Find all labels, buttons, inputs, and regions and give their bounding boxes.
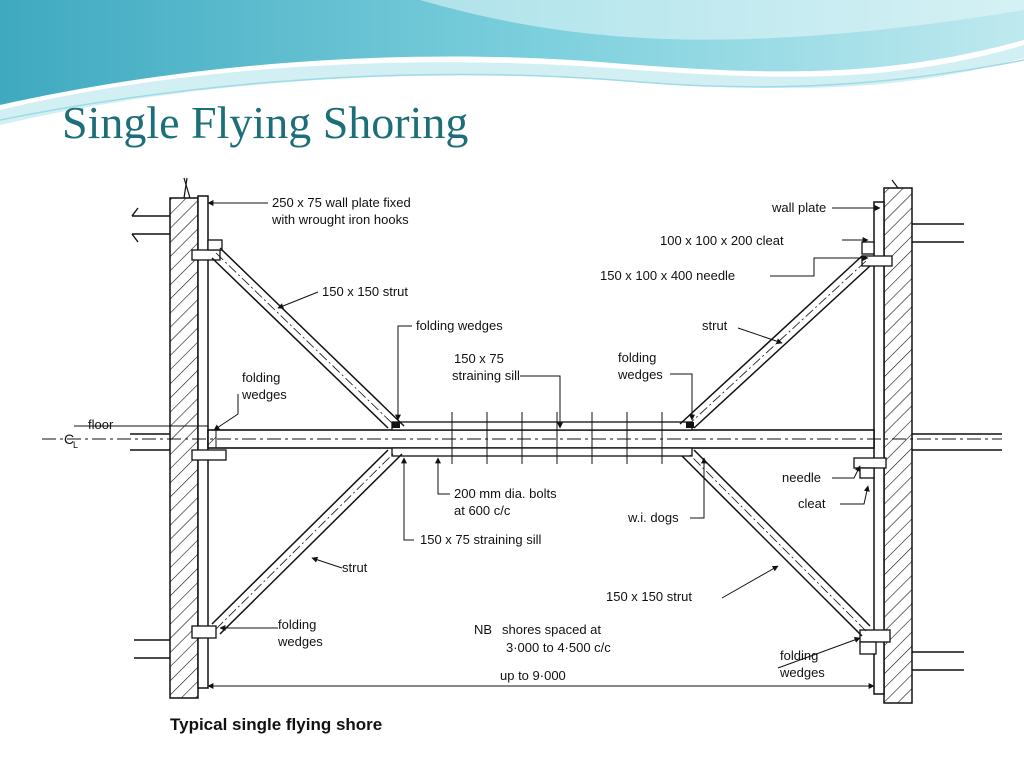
label-needle-bottom: needle (782, 470, 821, 485)
lower-straining-sill (391, 447, 693, 457)
label-floor: floor (88, 417, 114, 432)
slide-title: Single Flying Shoring (62, 97, 469, 148)
leader-lines (74, 200, 881, 669)
label-strut-bottom-right: 150 x 150 strut (606, 589, 692, 604)
strut-top-right (679, 255, 871, 429)
label-folding-bl-2: wedges (277, 634, 323, 649)
label-straining-sill-1: 150 x 75 (454, 351, 504, 366)
label-lower-sill: 150 x 75 straining sill (420, 532, 542, 547)
label-straining-sill-2: straining sill (452, 368, 520, 383)
strut-bottom-left (211, 449, 403, 635)
bolts (451, 412, 663, 464)
label-strut-bottom-left: strut (342, 560, 368, 575)
label-folding-bl-1: folding (278, 617, 316, 632)
label-cleat-top: 100 x 100 x 200 cleat (660, 233, 784, 248)
label-wi-dogs: w.i. dogs (627, 510, 679, 525)
label-needle-top: 150 x 100 x 400 needle (600, 268, 735, 283)
label-strut-top-left: 150 x 150 strut (322, 284, 408, 299)
label-nb-2: 3·000 to 4·500 c/c (506, 640, 611, 655)
label-bolts-1: 200 mm dia. bolts (454, 486, 557, 501)
label-nb: NB (474, 622, 492, 637)
label-wall-plate-left-2: with wrought iron hooks (271, 212, 409, 227)
label-folding-right-2: wedges (617, 367, 663, 382)
folding-wedges-marks (207, 422, 694, 449)
left-floor-beams (130, 207, 170, 659)
label-folding-right-1: folding (618, 350, 656, 365)
label-folding-wedges-center: folding wedges (416, 318, 503, 333)
label-nb-1: shores spaced at (502, 622, 601, 637)
label-folding-left-2: wedges (241, 387, 287, 402)
label-folding-left-1: folding (242, 370, 280, 385)
strut-bottom-right (681, 449, 871, 637)
needles-cleats (191, 239, 893, 655)
diagram-caption: Typical single flying shore (170, 715, 382, 734)
strut-top-left (211, 247, 405, 429)
left-wall (169, 177, 199, 699)
right-wall-plate (873, 201, 885, 695)
flying-shore-diagram: 250 x 75 wall plate fixed with wrought i… (42, 177, 1002, 734)
label-strut-top-right: strut (702, 318, 728, 333)
label-cleat-bottom: cleat (798, 496, 826, 511)
label-wall-plate-right: wall plate (771, 200, 826, 215)
label-centerline-sub: L (73, 440, 78, 450)
left-wall-plate (197, 195, 209, 689)
right-floor-beams (912, 223, 1002, 671)
label-span: up to 9·000 (500, 668, 566, 683)
label-centerline: C (64, 431, 74, 447)
header-wave-banner (0, 0, 1024, 125)
label-bolts-2: at 600 c/c (454, 503, 511, 518)
label-wall-plate-left-1: 250 x 75 wall plate fixed (272, 195, 411, 210)
label-folding-br-1: folding (780, 648, 818, 663)
upper-straining-sill (391, 421, 693, 431)
label-folding-br-2: wedges (779, 665, 825, 680)
